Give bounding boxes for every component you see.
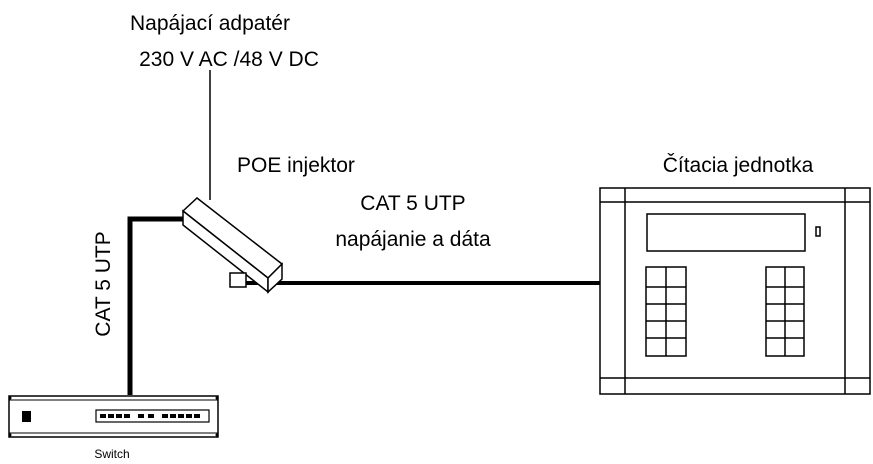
injector-port-icon [229,272,247,288]
switch-led-icon [22,411,31,422]
reader-keypad-left [645,266,687,357]
reader-unit [599,187,871,395]
cable-right-label-line1: CAT 5 UTP [360,192,465,215]
reader-label: Čítacia jednotka [663,154,814,177]
switch-ports-icon [100,414,200,418]
reader-indicator-icon [815,226,821,237]
reader-display [646,213,806,252]
poe-injector-device [181,197,284,294]
switch-label: Switch [94,447,129,461]
adapter-label-line1: Napájací adpatér [130,12,290,35]
cable-left-label: CAT 5 UTP [92,231,115,336]
reader-keypad-right [765,266,805,357]
injector-label: POE injektor [237,154,355,177]
cable-switch-injector [127,216,186,395]
cable-right-label-line2: napájanie a dáta [335,228,491,251]
switch-device [8,395,219,438]
adapter-label-line2: 230 V AC /48 V DC [139,48,319,71]
